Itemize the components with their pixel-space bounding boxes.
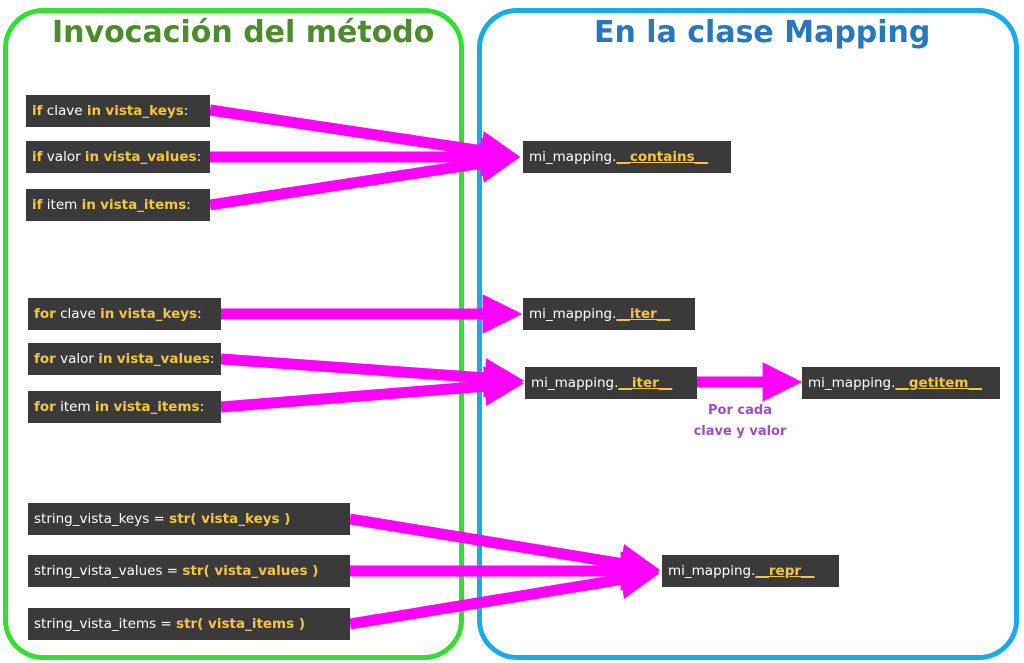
keyword: if — [32, 103, 43, 119]
code-text: item — [42, 197, 82, 213]
keyword: vista_values — [116, 351, 210, 367]
code-text: : — [197, 306, 202, 322]
keyword: vista_keys — [105, 103, 184, 119]
method-name: __iter__ — [618, 375, 673, 391]
arrow-for-values — [220, 353, 525, 398]
code-text: valor — [42, 149, 85, 165]
mapping-class-panel — [477, 8, 1019, 660]
if-valor-in-vista-values: if valor in vista_values: — [26, 141, 210, 173]
keyword: in — [100, 306, 115, 322]
arrow-str-keys — [349, 513, 660, 584]
keyword: vista_keys — [118, 306, 198, 322]
mapping-iter-values-items: mi_mapping.__iter__ — [525, 367, 697, 399]
mapping-getitem: mi_mapping.__getitem__ — [802, 367, 1000, 399]
keyword: str( vista_items ) — [176, 616, 306, 632]
keyword: if — [32, 197, 43, 213]
per-key-value-note: Por cada clave y valor — [680, 400, 800, 442]
code-text: string_vista_values = — [34, 563, 183, 579]
keyword: str( vista_keys ) — [169, 511, 291, 527]
note-line: Por cada — [708, 403, 772, 418]
method-name: __contains__ — [616, 149, 709, 165]
mapping-iter-keys: mi_mapping.__iter__ — [523, 298, 695, 330]
arrow-str-items — [349, 559, 660, 630]
string-vista-values: string_vista_values = str( vista_values … — [28, 555, 350, 587]
keyword: in — [98, 351, 113, 367]
object-name: mi_mapping. — [529, 306, 617, 322]
keyword: for — [34, 351, 56, 367]
for-valor-in-vista-values: for valor in vista_values: — [28, 343, 221, 375]
keyword: str( vista_values ) — [182, 563, 319, 579]
code-text: : — [196, 149, 202, 165]
code-text: string_vista_items = — [34, 616, 177, 632]
string-vista-keys: string_vista_keys = str( vista_keys ) — [28, 503, 350, 535]
code-text: : — [186, 197, 191, 213]
code-text: clave — [42, 103, 87, 119]
mapping-class-title: En la clase Mapping — [594, 15, 931, 50]
for-clave-in-vista-keys: for clave in vista_keys: — [28, 298, 221, 330]
keyword: for — [34, 306, 56, 322]
keyword: in — [86, 103, 102, 119]
if-item-in-vista-items: if item in vista_items: — [26, 189, 210, 221]
method-name: __iter__ — [616, 306, 671, 322]
keyword: vista_items — [100, 197, 187, 213]
object-name: mi_mapping. — [668, 563, 756, 579]
object-name: mi_mapping. — [529, 149, 617, 165]
object-name: mi_mapping. — [531, 375, 619, 391]
if-clave-in-vista-keys: if clave in vista_keys: — [26, 95, 210, 127]
code-text: valor — [55, 351, 99, 367]
code-text: : — [183, 103, 189, 119]
code-text: : — [209, 351, 215, 367]
mapping-contains: mi_mapping.__contains__ — [523, 141, 731, 173]
string-vista-items: string_vista_items = str( vista_items ) — [28, 608, 350, 640]
code-text: string_vista_keys = — [34, 511, 170, 527]
keyword: vista_values — [103, 149, 197, 165]
code-text: clave — [55, 306, 101, 322]
code-text: : — [199, 399, 205, 415]
keyword: in — [84, 149, 100, 165]
keyword: for — [34, 399, 56, 415]
invocation-panel — [3, 8, 464, 660]
for-item-in-vista-items: for item in vista_items: — [28, 391, 221, 423]
mapping-repr: mi_mapping.__repr__ — [662, 555, 839, 587]
arrow-for-items — [220, 366, 525, 413]
invocation-title: Invocación del método — [52, 15, 435, 50]
keyword: vista_items — [113, 399, 200, 415]
keyword: in — [94, 399, 110, 415]
code-text: item — [55, 399, 95, 415]
object-name: mi_mapping. — [808, 375, 896, 391]
keyword: in — [81, 197, 96, 213]
keyword: if — [32, 149, 43, 165]
method-name: __getitem__ — [895, 375, 982, 391]
note-line: clave y valor — [693, 424, 787, 439]
arrow-if-keys — [209, 104, 520, 171]
method-name: __repr__ — [755, 563, 815, 579]
arrow-if-items — [209, 143, 520, 211]
